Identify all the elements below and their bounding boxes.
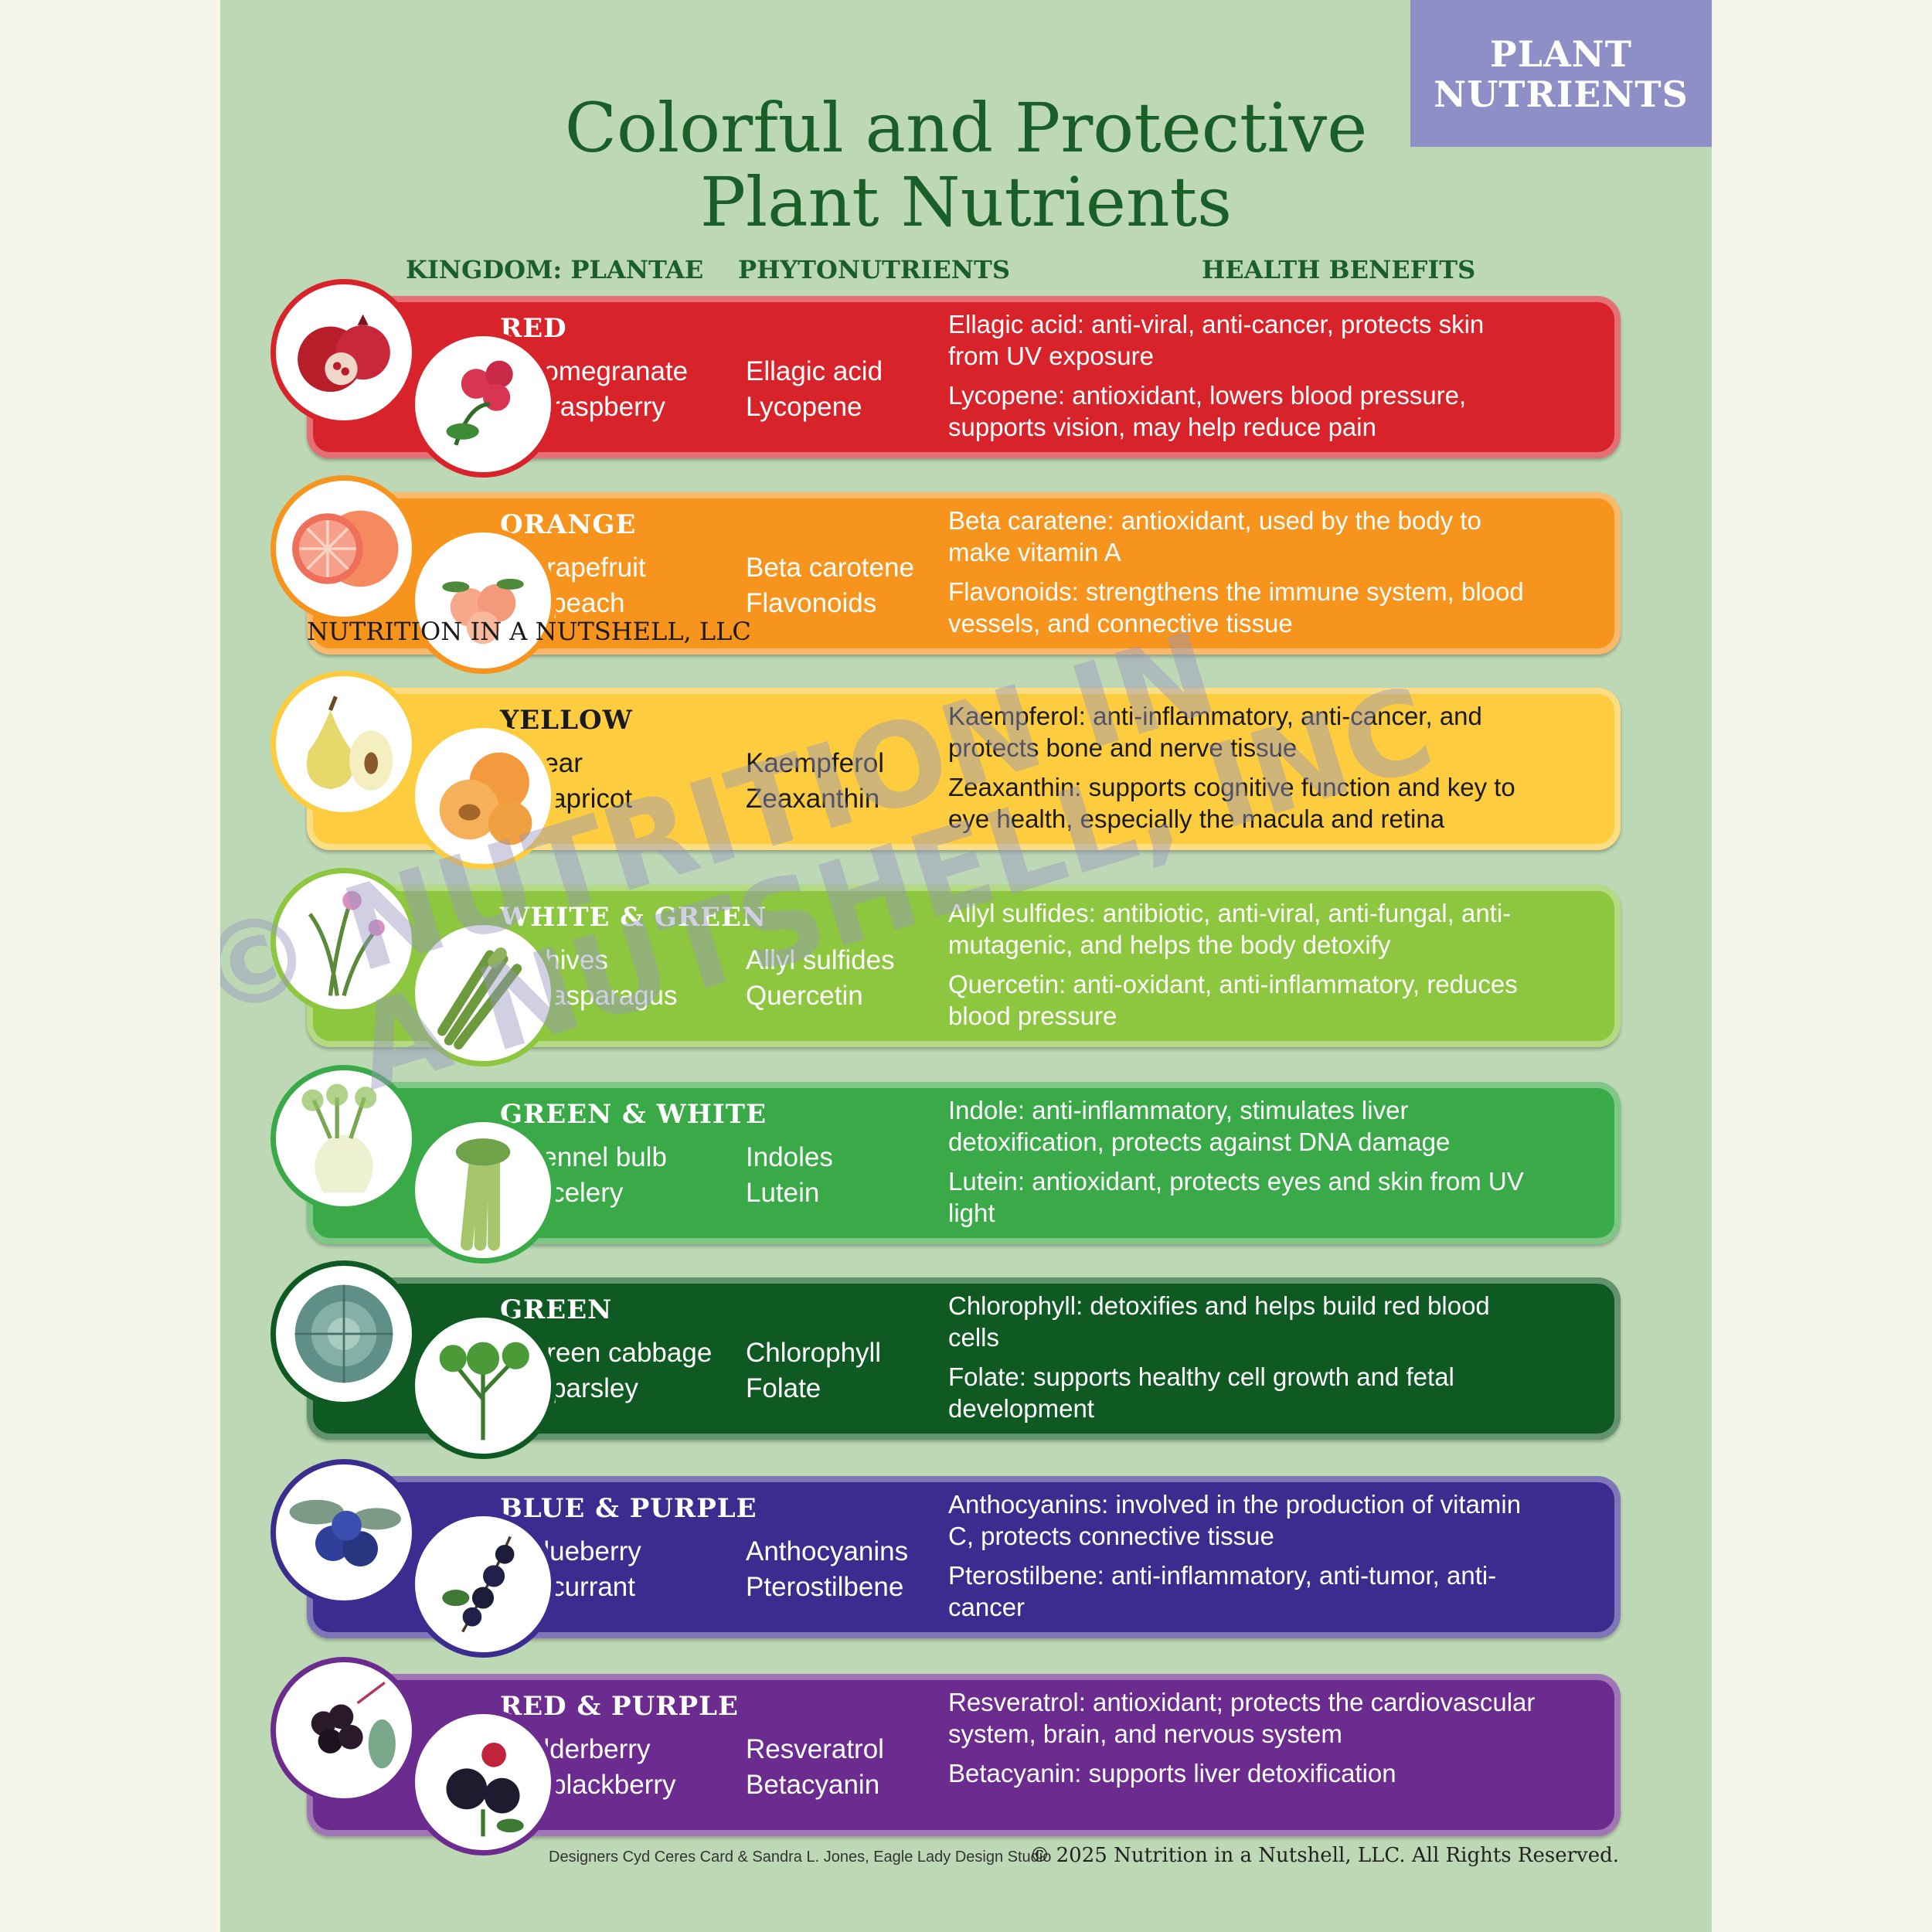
peach-icon: [410, 527, 556, 674]
blueberry-icon: [270, 1459, 417, 1606]
blackberry-icon: [410, 1709, 556, 1855]
cabbage-icon: [270, 1260, 417, 1407]
elderberry-icon: [270, 1657, 417, 1804]
health-benefits: Beta caratene: antioxidant, used by the …: [948, 506, 1524, 638]
category-label: YELLOW: [500, 705, 633, 736]
health-benefits: Ellagic acid: anti-viral, anti-cancer, p…: [948, 310, 1485, 441]
header-kingdom: KINGDOM: PLANTAE: [406, 255, 704, 284]
health-benefits: Anthocyanins: involved in the production…: [948, 1490, 1522, 1621]
category-label: WHITE & GREEN: [500, 902, 767, 933]
category-label: GREEN & WHITE: [500, 1099, 767, 1130]
copyright: © 2025 Nutrition in a Nutshell, LLC. All…: [1029, 1844, 1619, 1867]
health-benefits: Kaempferol: anti-inflammatory, anti-canc…: [948, 702, 1515, 833]
grapefruit-icon: [270, 475, 417, 622]
apricot-icon: [410, 723, 556, 869]
asparagus-icon: [410, 920, 556, 1066]
plant-nutrients-badge: PLANT NUTRIENTS: [1410, 0, 1712, 147]
page-title: Colorful and Protective Plant Nutrients: [564, 88, 1368, 242]
poster: PLANT NUTRIENTS Colorful and Protective …: [220, 0, 1712, 1932]
parsley-icon: [410, 1312, 556, 1459]
health-benefits: Indole: anti-inflammatory, stimulates li…: [948, 1096, 1524, 1227]
raspberry-icon: [410, 331, 556, 478]
category-label: BLUE & PURPLE: [500, 1493, 757, 1524]
header-phytonutrients: PHYTONUTRIENTS: [738, 255, 1010, 284]
health-benefits: Resveratrol: antioxidant; protects the c…: [948, 1688, 1536, 1787]
category-label: ORANGE: [500, 509, 637, 540]
chives-icon: [270, 868, 417, 1015]
pear-icon: [270, 671, 417, 818]
designers-credit: Designers Cyd Ceres Card & Sandra L. Jon…: [549, 1849, 1052, 1866]
category-label: RED & PURPLE: [500, 1691, 739, 1722]
fennel-icon: [270, 1065, 417, 1212]
celery-icon: [410, 1117, 556, 1264]
category-label: GREEN: [500, 1294, 613, 1325]
health-benefits: Chlorophyll: detoxifies and helps build …: [948, 1291, 1490, 1423]
pomegranate-icon: [270, 279, 417, 426]
currant-icon: [410, 1511, 556, 1658]
health-benefits: Allyl sulfides: antibiotic, anti-viral, …: [948, 899, 1518, 1030]
header-health-benefits: HEALTH BENEFITS: [1202, 255, 1476, 284]
watermark-llc: NUTRITION IN A NUTSHELL, LLC: [307, 617, 751, 646]
